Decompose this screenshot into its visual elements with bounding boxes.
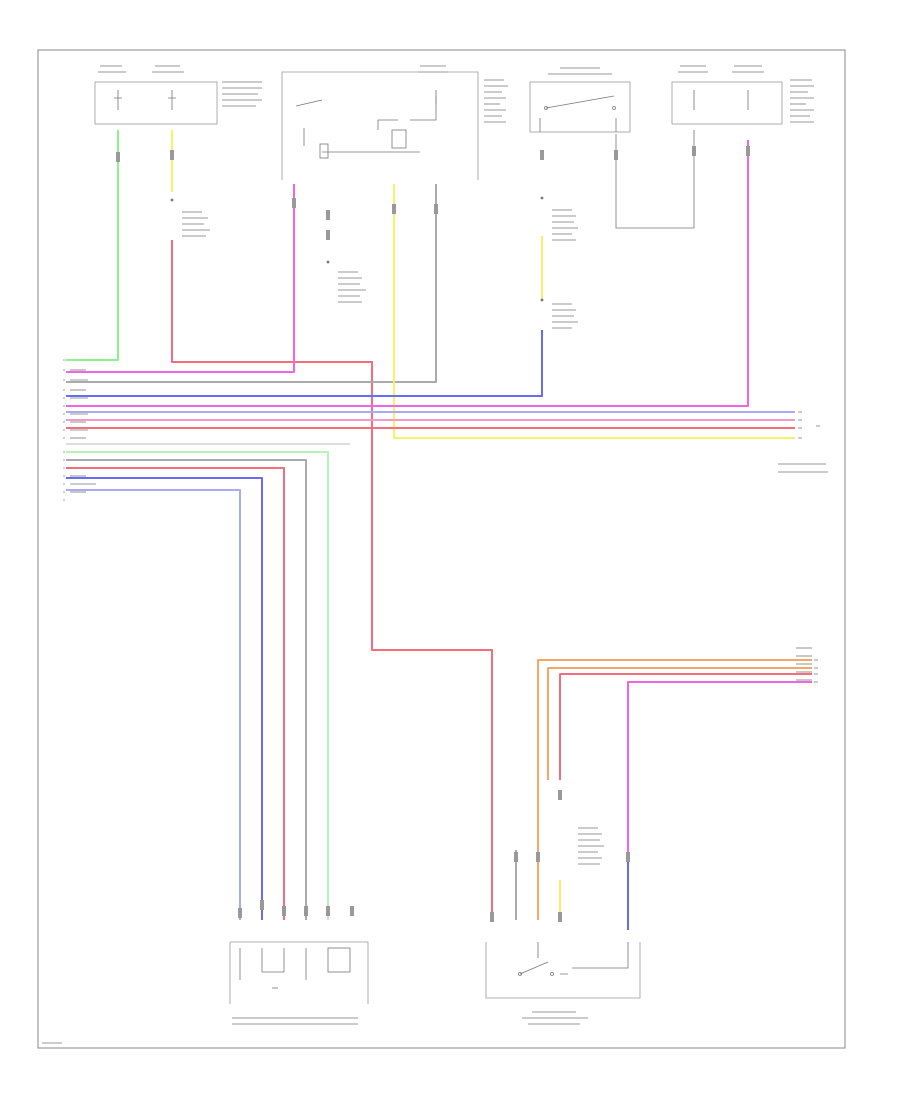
wire-lightgreen-down (66, 451, 329, 920)
switch-contact-icon (518, 961, 554, 976)
wire-magenta-2 (66, 140, 749, 407)
harness-pin-numbers (63, 359, 65, 501)
component-bottom-left-switch (229, 941, 369, 1004)
wire-yellow-long (393, 184, 795, 439)
connector-pin-icon (116, 146, 750, 922)
wire-blue-down (66, 477, 263, 920)
relay-coil-icon (319, 143, 329, 159)
component-top-right-fuse-block (671, 81, 783, 125)
splice-points (170, 196, 544, 302)
label-strokes (42, 65, 828, 1044)
diagram-frame (37, 49, 846, 1049)
right-connector (798, 411, 820, 683)
wires (66, 130, 812, 930)
wire-red-down (66, 467, 285, 920)
component-top-left-fuse-block (94, 81, 218, 125)
wire-red-right (559, 673, 812, 780)
wire-gray-1 (66, 184, 437, 383)
wire-orange (537, 659, 812, 920)
wire-loop-right (615, 130, 695, 229)
wire-blue-1 (66, 330, 543, 397)
wire-red-long (171, 240, 493, 920)
component-relay-module (281, 71, 479, 180)
wire-lightblue-down (66, 489, 241, 920)
wire-magenta-right (627, 681, 812, 920)
switch-contact-icon (544, 95, 616, 110)
component-stop-light-switch (529, 81, 631, 133)
wire-gray-down (66, 459, 307, 920)
wire-magenta-1 (66, 184, 295, 373)
wire-orange-2 (547, 667, 812, 780)
wire-green-1 (66, 130, 119, 361)
component-bottom-right-switch (485, 942, 641, 999)
